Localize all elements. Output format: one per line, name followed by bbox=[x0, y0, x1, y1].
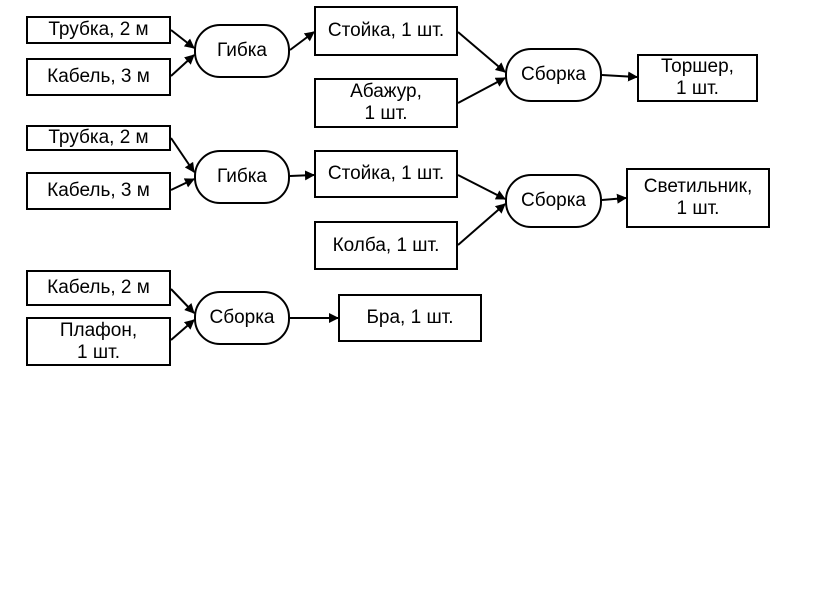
edge-shade-asm1 bbox=[457, 77, 506, 104]
edge-cable1-bend1 bbox=[170, 54, 195, 77]
edge-asm1-floorlamp bbox=[601, 71, 638, 82]
edge-bend2-stand2 bbox=[289, 170, 315, 181]
edge-stand1-asm1 bbox=[457, 31, 506, 73]
shade-node: Абажур, 1 шт. bbox=[314, 78, 458, 128]
floor-lamp-node: Торшер, 1 шт. bbox=[637, 54, 758, 102]
edge-stand2-asm2 bbox=[457, 174, 506, 200]
edge-bend1-stand1 bbox=[289, 31, 315, 51]
stand-node-2: Стойка, 1 шт. bbox=[314, 150, 458, 198]
ceiling-shade-node: Плафон, 1 шт. bbox=[26, 317, 171, 366]
sconce-node: Бра, 1 шт. bbox=[338, 294, 482, 342]
pipe-node-1: Трубка, 2 м bbox=[26, 16, 171, 44]
bulb-node: Колба, 1 шт. bbox=[314, 221, 458, 270]
assembly-node-1: Сборка bbox=[505, 48, 602, 102]
edge-shade2-asm3 bbox=[170, 319, 195, 341]
assembly-node-2: Сборка bbox=[505, 174, 602, 228]
edge-pipe1-bend1 bbox=[170, 29, 195, 49]
edge-asm2-lamp bbox=[601, 193, 627, 204]
cable-node-2: Кабель, 3 м bbox=[26, 172, 171, 210]
assembly-node-3: Сборка bbox=[194, 291, 290, 345]
stand-node-1: Стойка, 1 шт. bbox=[314, 6, 458, 56]
edge-pipe2-bend2 bbox=[170, 137, 195, 173]
edge-cable2-bend2 bbox=[170, 178, 195, 191]
cable-node-3: Кабель, 2 м bbox=[26, 270, 171, 306]
lamp-node: Светильник, 1 шт. bbox=[626, 168, 770, 228]
pipe-node-2: Трубка, 2 м bbox=[26, 125, 171, 151]
edge-bulb-asm2 bbox=[457, 203, 506, 246]
edge-cable3-asm3 bbox=[170, 288, 195, 314]
cable-node-1: Кабель, 3 м bbox=[26, 58, 171, 96]
bending-node-2: Гибка bbox=[194, 150, 290, 204]
bending-node-1: Гибка bbox=[194, 24, 290, 78]
